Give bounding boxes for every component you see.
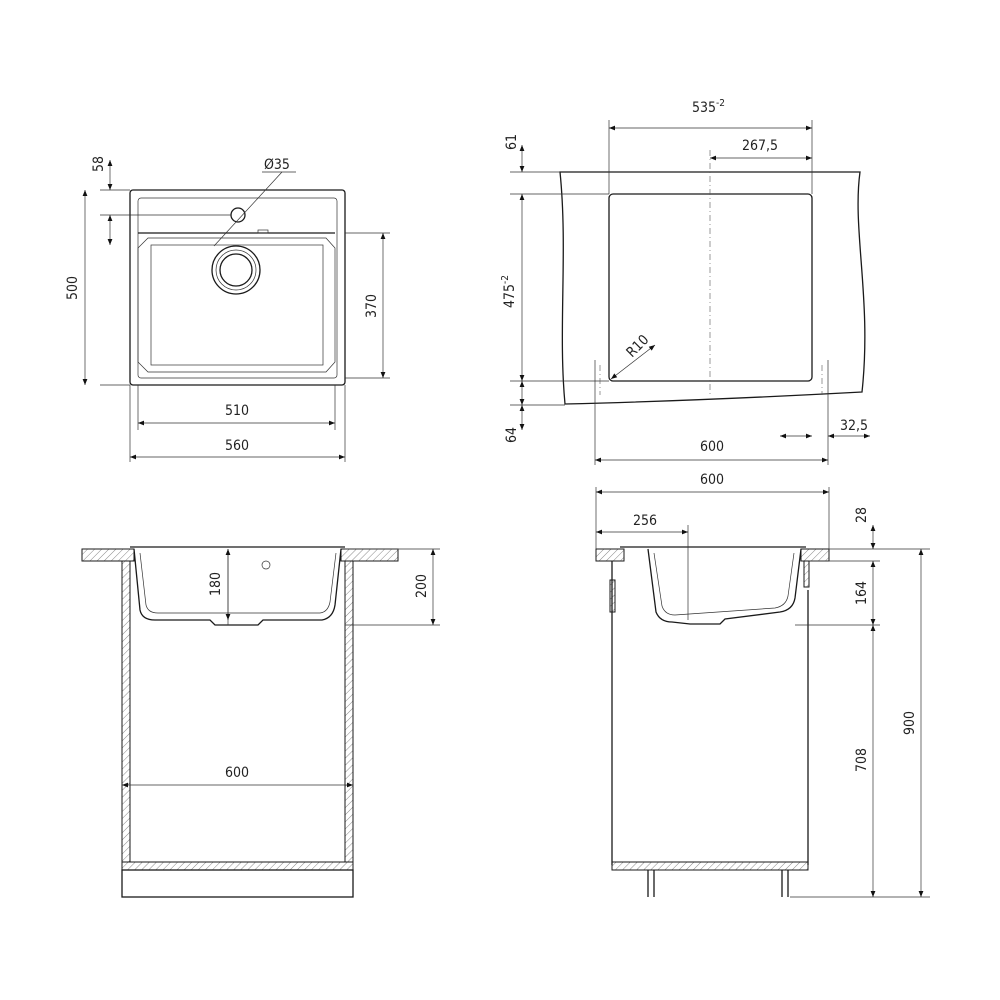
side-section-view: 600 256 28 164 708 900 (595, 472, 930, 898)
dim-600-top: 600 (700, 439, 724, 455)
drain-icon (211, 245, 261, 295)
dim-tap-hole: Ø35 (264, 157, 290, 173)
dim-61: 61 (504, 134, 520, 150)
dim-r10: R10 (624, 332, 653, 361)
dim-560: 560 (225, 438, 249, 454)
dim-64: 64 (504, 427, 520, 443)
dim-900: 900 (902, 711, 918, 735)
dim-535: 535-2 (692, 98, 725, 116)
dim-28: 28 (854, 507, 870, 523)
dim-600-front: 600 (225, 765, 249, 781)
dim-200: 200 (414, 574, 430, 598)
dim-32-5: 32,5 (840, 418, 868, 434)
dim-475: 475-2 (500, 275, 518, 308)
dim-500: 500 (65, 276, 81, 300)
sink-top-view: 58 500 Ø35 370 510 560 (65, 156, 390, 462)
dim-600-side: 600 (700, 472, 724, 488)
dim-510: 510 (225, 403, 249, 419)
cutout-top-view: 535-2 267,5 61 475-2 64 R10 600 32,5 (500, 98, 870, 465)
dim-164: 164 (854, 581, 870, 605)
dim-58: 58 (91, 156, 107, 172)
dim-256: 256 (633, 513, 657, 529)
front-section-view: 180 200 600 (81, 546, 440, 898)
dim-180: 180 (208, 572, 224, 596)
dim-708: 708 (854, 748, 870, 772)
dim-370: 370 (364, 294, 380, 318)
dim-267-5: 267,5 (742, 138, 778, 154)
